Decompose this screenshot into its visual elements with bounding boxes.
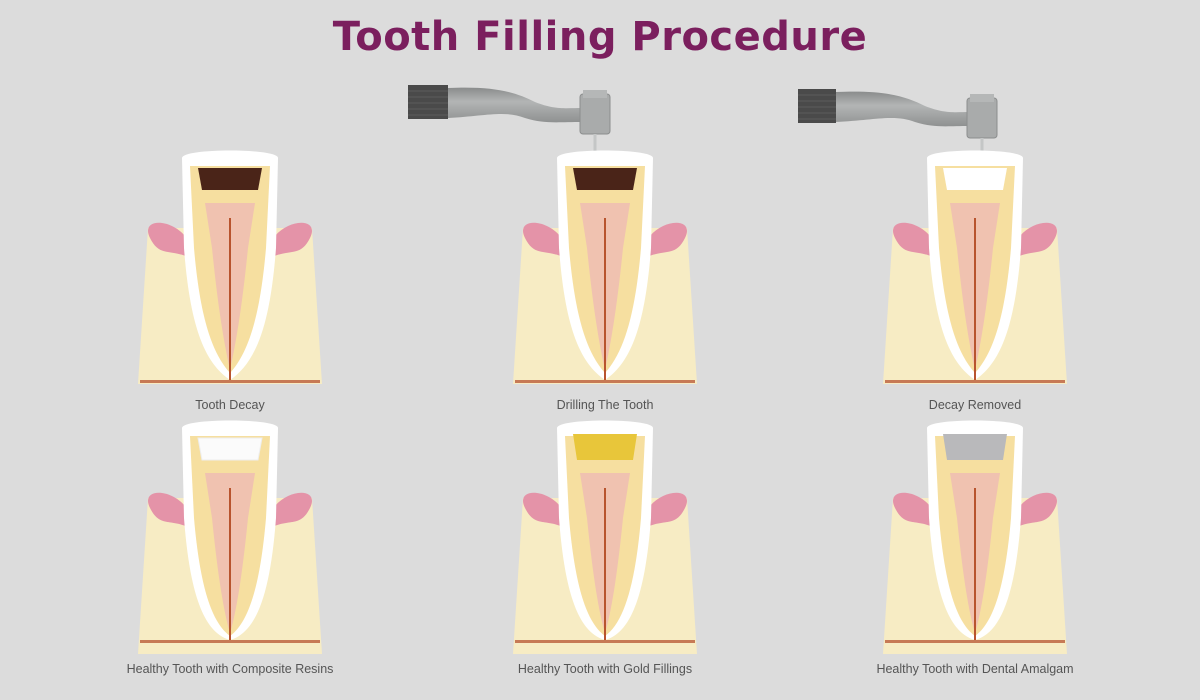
step-label: Drilling The Tooth: [556, 398, 654, 412]
step-dental-amalgam: Healthy Tooth with Dental Amalgam: [875, 418, 1075, 688]
step-label: Tooth Decay: [195, 398, 265, 412]
step-label: Healthy Tooth with Gold Fillings: [517, 662, 693, 676]
step-label: Healthy Tooth with Dental Amalgam: [876, 662, 1074, 676]
page-title: Tooth Filling Procedure: [332, 14, 868, 60]
step-label: Healthy Tooth with Composite Resins: [126, 662, 334, 676]
tooth-illustration: [513, 420, 697, 654]
tooth-illustration: [138, 150, 322, 384]
tooth-illustration: [883, 420, 1067, 654]
tooth-illustration: [883, 150, 1067, 384]
tooth-illustration: [513, 150, 697, 384]
step-label: Decay Removed: [928, 398, 1022, 412]
step-tooth-decay: Tooth Decay: [130, 148, 330, 418]
dental-drill-icon: [798, 89, 998, 182]
step-decay-removed: Decay Removed: [875, 148, 1075, 418]
step-composite-resin: Healthy Tooth with Composite Resins: [127, 418, 333, 688]
step-gold-filling: Healthy Tooth with Gold Fillings: [505, 418, 705, 688]
tooth-illustration: [138, 420, 322, 654]
step-drilling: Drilling The Tooth: [505, 148, 705, 418]
